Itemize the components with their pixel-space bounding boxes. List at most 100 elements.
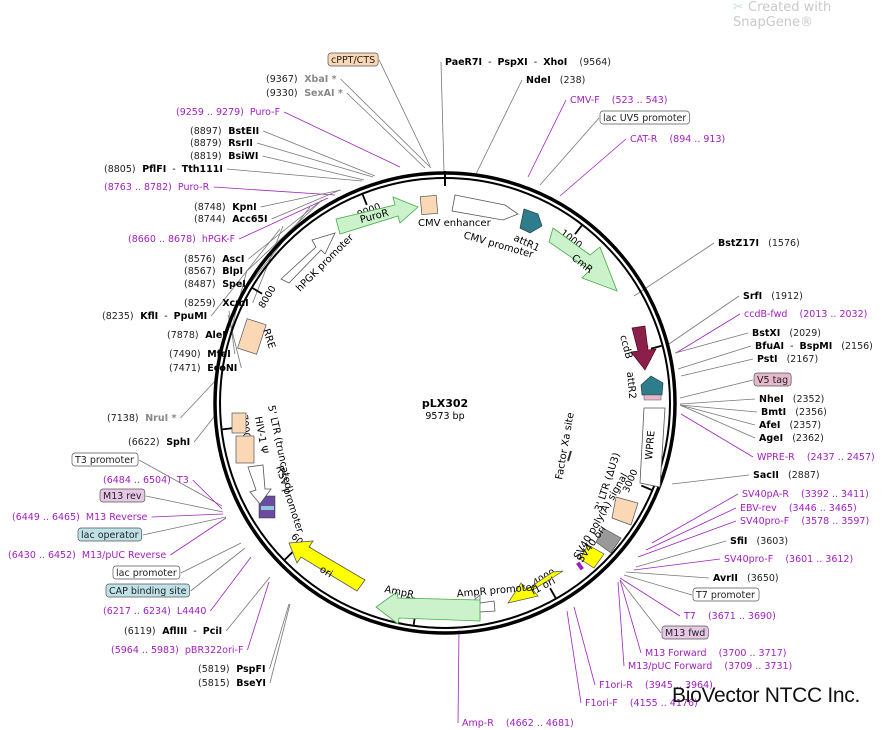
feature-hpgk-promoter[interactable] — [280, 232, 336, 284]
map-label-sv40par[interactable]: SV40pA-R (3392 .. 3411) — [742, 489, 869, 500]
feature-cppt-cts[interactable] — [419, 194, 439, 216]
feature-sv40-ori[interactable] — [579, 544, 605, 569]
map-label-text: Amp-R (4662 .. 4681) — [462, 718, 574, 729]
map-label-ebvrev[interactable]: EBV-rev (3446 .. 3465) — [740, 503, 857, 514]
map-label-part: F1ori-F — [585, 698, 618, 709]
feature-3-ltr[interactable] — [611, 496, 639, 526]
feature-ccdb[interactable] — [630, 325, 657, 371]
feature-f1-ori[interactable] — [507, 570, 564, 604]
map-label-bseyi[interactable]: (5815) BseYI — [198, 678, 266, 689]
map-label-acc65i[interactable]: (8744) Acc65I — [194, 214, 268, 225]
feature-cmv-enhancer[interactable] — [451, 194, 519, 221]
map-label-lacuv5[interactable]: lac UV5 promoter — [599, 110, 690, 125]
feature-puror[interactable] — [335, 196, 419, 235]
feature-v5-tag[interactable] — [643, 394, 662, 401]
map-label-bsteii[interactable]: (8897) BstEII — [190, 126, 259, 137]
map-label-sfii[interactable]: SfiI (3603) — [730, 536, 788, 547]
map-label-blpi[interactable]: (8567) BlpI — [184, 266, 243, 277]
feature-rre[interactable] — [237, 318, 267, 355]
map-label-t3[interactable]: (6484 .. 6504) T3 — [103, 475, 189, 486]
map-label-pbr[interactable]: (5964 .. 5983) pBR322ori-F — [111, 645, 243, 656]
map-label-srfi[interactable]: SrfI (1912) — [743, 291, 803, 302]
map-label-avrii[interactable]: AvrII (3650) — [713, 573, 779, 584]
map-label-agei[interactable]: AgeI (2362) — [759, 433, 824, 444]
map-label-alei[interactable]: (7878) AleI — [167, 330, 226, 341]
map-label-pflfi[interactable]: (8805) PflFI - Tth111I — [104, 164, 223, 175]
map-label-ccdbf[interactable]: ccdB-fwd (2013 .. 2032) — [744, 309, 867, 320]
map-label-bmti[interactable]: BmtI (2356) — [761, 407, 827, 418]
map-label-ampr_primer[interactable]: Amp-R (4662 .. 4681) — [462, 718, 574, 729]
map-label-bstz17i[interactable]: BstZ17I (1576) — [718, 238, 800, 249]
feature-5-ltr[interactable] — [235, 435, 255, 464]
map-label-nrui[interactable]: (7138) NruI * — [107, 413, 176, 424]
map-label-afliii[interactable]: (6119) AflIII - PciI — [124, 626, 222, 637]
feature-sv40-polya[interactable] — [595, 527, 622, 554]
map-label-nhei[interactable]: NheI (2352) — [759, 394, 824, 405]
feature-label-hiv1-psi: HIV-1 Ψ — [252, 416, 269, 455]
map-label-purof[interactable]: (9259 .. 9279) Puro-F — [176, 107, 280, 118]
map-label-cppt[interactable]: cPPT/CTS — [327, 52, 379, 67]
map-label-xbai[interactable]: (9367) XbaI * — [266, 74, 337, 85]
map-label-puror[interactable]: (8763 .. 8782) Puro-R — [104, 182, 210, 193]
map-label-rsrii[interactable]: (8879) RsrII — [190, 138, 253, 149]
map-label-xcmi[interactable]: (8259) XcmI — [184, 298, 249, 309]
map-label-m13rev[interactable]: M13 rev — [99, 488, 146, 503]
map-label-econi[interactable]: (7471) EcoNI — [169, 363, 237, 374]
map-label-wprer[interactable]: WPRE-R (2437 .. 2457) — [757, 452, 875, 463]
map-label-l4440[interactable]: (6217 .. 6234) L4440 — [103, 606, 206, 617]
map-label-bsiwi[interactable]: (8819) BsiWI — [190, 151, 258, 162]
map-label-sv40prof1[interactable]: SV40pro-F (3578 .. 3597) — [740, 516, 869, 527]
map-label-catr[interactable]: CAT-R (894 .. 913) — [630, 134, 725, 145]
map-label-v5tag[interactable]: V5 tag — [753, 372, 792, 387]
feature-wpre[interactable] — [639, 407, 666, 488]
map-label-part: AgeI — [759, 433, 783, 444]
map-label-sacii[interactable]: SacII (2887) — [753, 470, 820, 481]
map-label-f1orir[interactable]: F1ori-R (3945 .. 3964) — [599, 680, 713, 691]
feature-rsv-promoter[interactable] — [247, 464, 272, 505]
feature-hiv1-psi[interactable] — [231, 412, 247, 434]
map-label-cmvf[interactable]: CMV-F (523 .. 543) — [570, 95, 668, 106]
map-label-text: CAT-R (894 .. 913) — [630, 134, 725, 145]
map-label-t7p[interactable]: T7 promoter — [692, 587, 760, 602]
map-label-hpgkf[interactable]: (8660 .. 8678) hPGK-F — [128, 234, 235, 245]
map-label-m13fwd[interactable]: M13 fwd — [661, 625, 709, 640]
map-label-m13puc[interactable]: (6430 .. 6452) M13/pUC Reverse — [8, 550, 166, 561]
map-label-bstxi[interactable]: BstXI (2029) — [752, 328, 821, 339]
map-label-pspfi[interactable]: (5819) PspFI — [198, 664, 265, 675]
map-label-spei[interactable]: (8487) SpeI — [184, 279, 246, 290]
feature-ori[interactable] — [288, 540, 366, 592]
map-label-sphi[interactable]: (6622) SphI — [128, 437, 190, 448]
map-label-ndei[interactable]: NdeI (238) — [526, 75, 585, 86]
map-label-paer7i[interactable]: PaeR7I - PspXI - XhoI (9564) — [445, 57, 611, 68]
tick-mark — [640, 484, 652, 491]
map-label-m13forward[interactable]: M13 Forward (3700 .. 3717) — [645, 648, 786, 659]
leader-line — [635, 540, 727, 568]
map-label-t3p[interactable]: T3 promoter — [71, 452, 139, 467]
map-label-f1orif[interactable]: F1ori-F (4155 .. 4176) — [585, 698, 698, 709]
feature-cmr[interactable] — [548, 227, 618, 292]
map-label-mfei[interactable]: (7490) MfeI — [169, 349, 231, 360]
map-label-bfuai[interactable]: BfuAI - BspMI (2156) — [755, 341, 873, 352]
map-label-asci[interactable]: (8576) AscI — [184, 254, 244, 265]
map-label-part: - — [158, 311, 174, 322]
feature-attr2[interactable] — [640, 375, 664, 396]
map-label-m13reverse[interactable]: (6449 .. 6465) M13 Reverse — [12, 512, 148, 523]
feature-factor-xa-site[interactable] — [567, 450, 572, 462]
map-label-t7[interactable]: T7 (3671 .. 3690) — [683, 611, 776, 622]
map-label-lacp[interactable]: lac promoter — [112, 565, 181, 580]
map-label-psti[interactable]: PstI (2167) — [757, 354, 818, 365]
feature-ampr[interactable] — [375, 591, 481, 625]
leader-line — [671, 474, 750, 485]
map-label-afei[interactable]: AfeI (2357) — [759, 420, 821, 431]
map-label-part: (2437 .. 2457) — [795, 452, 875, 463]
map-label-lacop[interactable]: lac operator — [77, 527, 143, 542]
map-label-m13pucf[interactable]: M13/pUC Forward (3709 .. 3731) — [628, 661, 792, 672]
map-label-part: KflI — [134, 311, 159, 322]
map-label-kfli[interactable]: (8235) KflI - PpuMI — [102, 311, 207, 322]
feature-attr1[interactable] — [519, 208, 543, 234]
map-label-kpni[interactable]: (8748) KpnI — [194, 202, 257, 213]
map-label-cap[interactable]: CAP binding site — [105, 583, 190, 598]
map-label-sexai[interactable]: (9330) SexAI * — [266, 88, 343, 99]
map-label-sv40prof2[interactable]: SV40pro-F (3601 .. 3612) — [724, 554, 853, 565]
map-label-text: (7138) NruI * — [107, 413, 176, 424]
